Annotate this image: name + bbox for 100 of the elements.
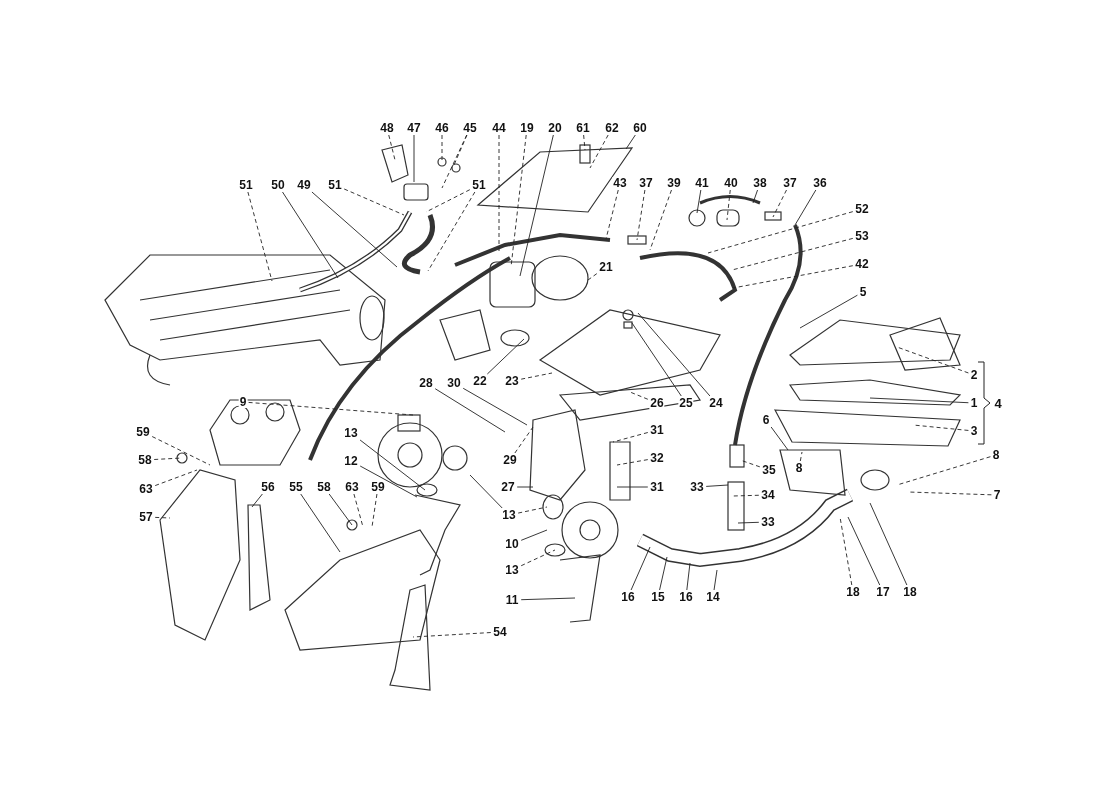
leader-line <box>359 465 418 498</box>
callout-number: 5 <box>858 286 868 298</box>
leader-line <box>427 191 476 272</box>
leader-line <box>612 432 649 443</box>
callout-number: 59 <box>135 426 151 438</box>
callout-number: 17 <box>875 586 891 598</box>
callout-number: 40 <box>723 177 739 189</box>
leader-line <box>151 436 211 466</box>
callout-number: 58 <box>316 481 332 493</box>
leader-line <box>799 451 803 462</box>
leader-line <box>462 387 528 426</box>
leader-line <box>282 191 339 279</box>
callout-number: 61 <box>575 122 591 134</box>
callout-number: 16 <box>678 591 694 603</box>
callout-number: 6 <box>761 414 771 426</box>
leader-line <box>794 189 817 226</box>
assembly-number: 4 <box>993 396 1003 410</box>
leader-line <box>616 486 649 488</box>
callout-number: 35 <box>761 464 777 476</box>
leader-line <box>520 372 553 380</box>
leader-line <box>696 189 702 214</box>
callout-number: 54 <box>492 626 508 638</box>
leader-line <box>359 439 426 491</box>
leader-line <box>353 493 364 528</box>
callout-number: 8 <box>794 462 804 474</box>
leader-line <box>371 493 378 528</box>
callout-number: 44 <box>491 122 507 134</box>
leader-line <box>896 346 969 374</box>
callout-number: 58 <box>137 454 153 466</box>
callout-number: 18 <box>902 586 918 598</box>
leader-line <box>343 188 405 216</box>
leader-line <box>434 388 506 433</box>
leader-line <box>847 516 881 586</box>
callout-number: 59 <box>370 481 386 493</box>
callout-number: 13 <box>501 509 517 521</box>
leader-line <box>732 494 760 497</box>
callout-number: 52 <box>854 203 870 215</box>
callout-number: 10 <box>504 538 520 550</box>
leader-line <box>707 211 854 254</box>
callout-number: 1 <box>969 397 979 409</box>
leader-line <box>154 516 171 519</box>
leader-line <box>770 426 789 451</box>
callout-number: 56 <box>260 481 276 493</box>
callout-number: 13 <box>504 564 520 576</box>
leader-line <box>737 521 760 524</box>
callout-number: 23 <box>504 375 520 387</box>
callout-number: 43 <box>612 177 628 189</box>
callout-number: 13 <box>343 427 359 439</box>
leader-line <box>752 189 758 204</box>
callout-number: 21 <box>598 261 614 273</box>
leader-line <box>441 134 443 161</box>
callout-number: 9 <box>238 396 248 408</box>
callout-number: 63 <box>138 483 154 495</box>
leader-line <box>705 484 729 487</box>
callout-number: 50 <box>270 179 286 191</box>
callout-number: 19 <box>519 122 535 134</box>
leader-line <box>413 134 415 183</box>
leader-line <box>799 294 858 329</box>
leader-line <box>907 491 992 496</box>
leader-line <box>583 134 586 151</box>
leader-line <box>498 134 500 254</box>
callout-number: 27 <box>500 481 516 493</box>
callout-number: 32 <box>649 452 665 464</box>
leader-line <box>869 502 908 586</box>
leader-line <box>629 391 649 400</box>
callout-number: 18 <box>845 586 861 598</box>
leader-line <box>388 134 396 161</box>
callout-number: 37 <box>782 177 798 189</box>
leader-line <box>520 549 556 567</box>
callout-number: 62 <box>604 122 620 134</box>
leader-line <box>630 546 651 591</box>
leader-line <box>251 493 263 508</box>
callout-number: 8 <box>991 449 1001 461</box>
callout-number: 45 <box>462 122 478 134</box>
callout-number: 34 <box>760 489 776 501</box>
leader-line <box>625 134 636 150</box>
leader-line <box>869 397 969 404</box>
callout-number: 28 <box>418 377 434 389</box>
leader-line <box>412 632 492 638</box>
leader-line <box>519 134 554 277</box>
callout-number: 14 <box>705 591 721 603</box>
leader-line <box>520 529 548 541</box>
callout-number: 7 <box>992 489 1002 501</box>
leader-line <box>659 556 668 591</box>
callout-number: 12 <box>343 455 359 467</box>
callout-number: 46 <box>434 122 450 134</box>
leader-line <box>520 597 576 601</box>
callout-number: 2 <box>969 369 979 381</box>
callout-number: 16 <box>620 591 636 603</box>
callout-number: 37 <box>638 177 654 189</box>
leader-line <box>247 191 273 282</box>
callout-number: 51 <box>238 179 254 191</box>
callout-number: 63 <box>344 481 360 493</box>
leader-line <box>616 459 649 466</box>
callout-number: 26 <box>649 397 665 409</box>
callout-number: 48 <box>379 122 395 134</box>
leader-line <box>441 134 468 189</box>
callout-number: 33 <box>689 481 705 493</box>
callout-number: 30 <box>446 377 462 389</box>
leader-line <box>686 562 691 591</box>
